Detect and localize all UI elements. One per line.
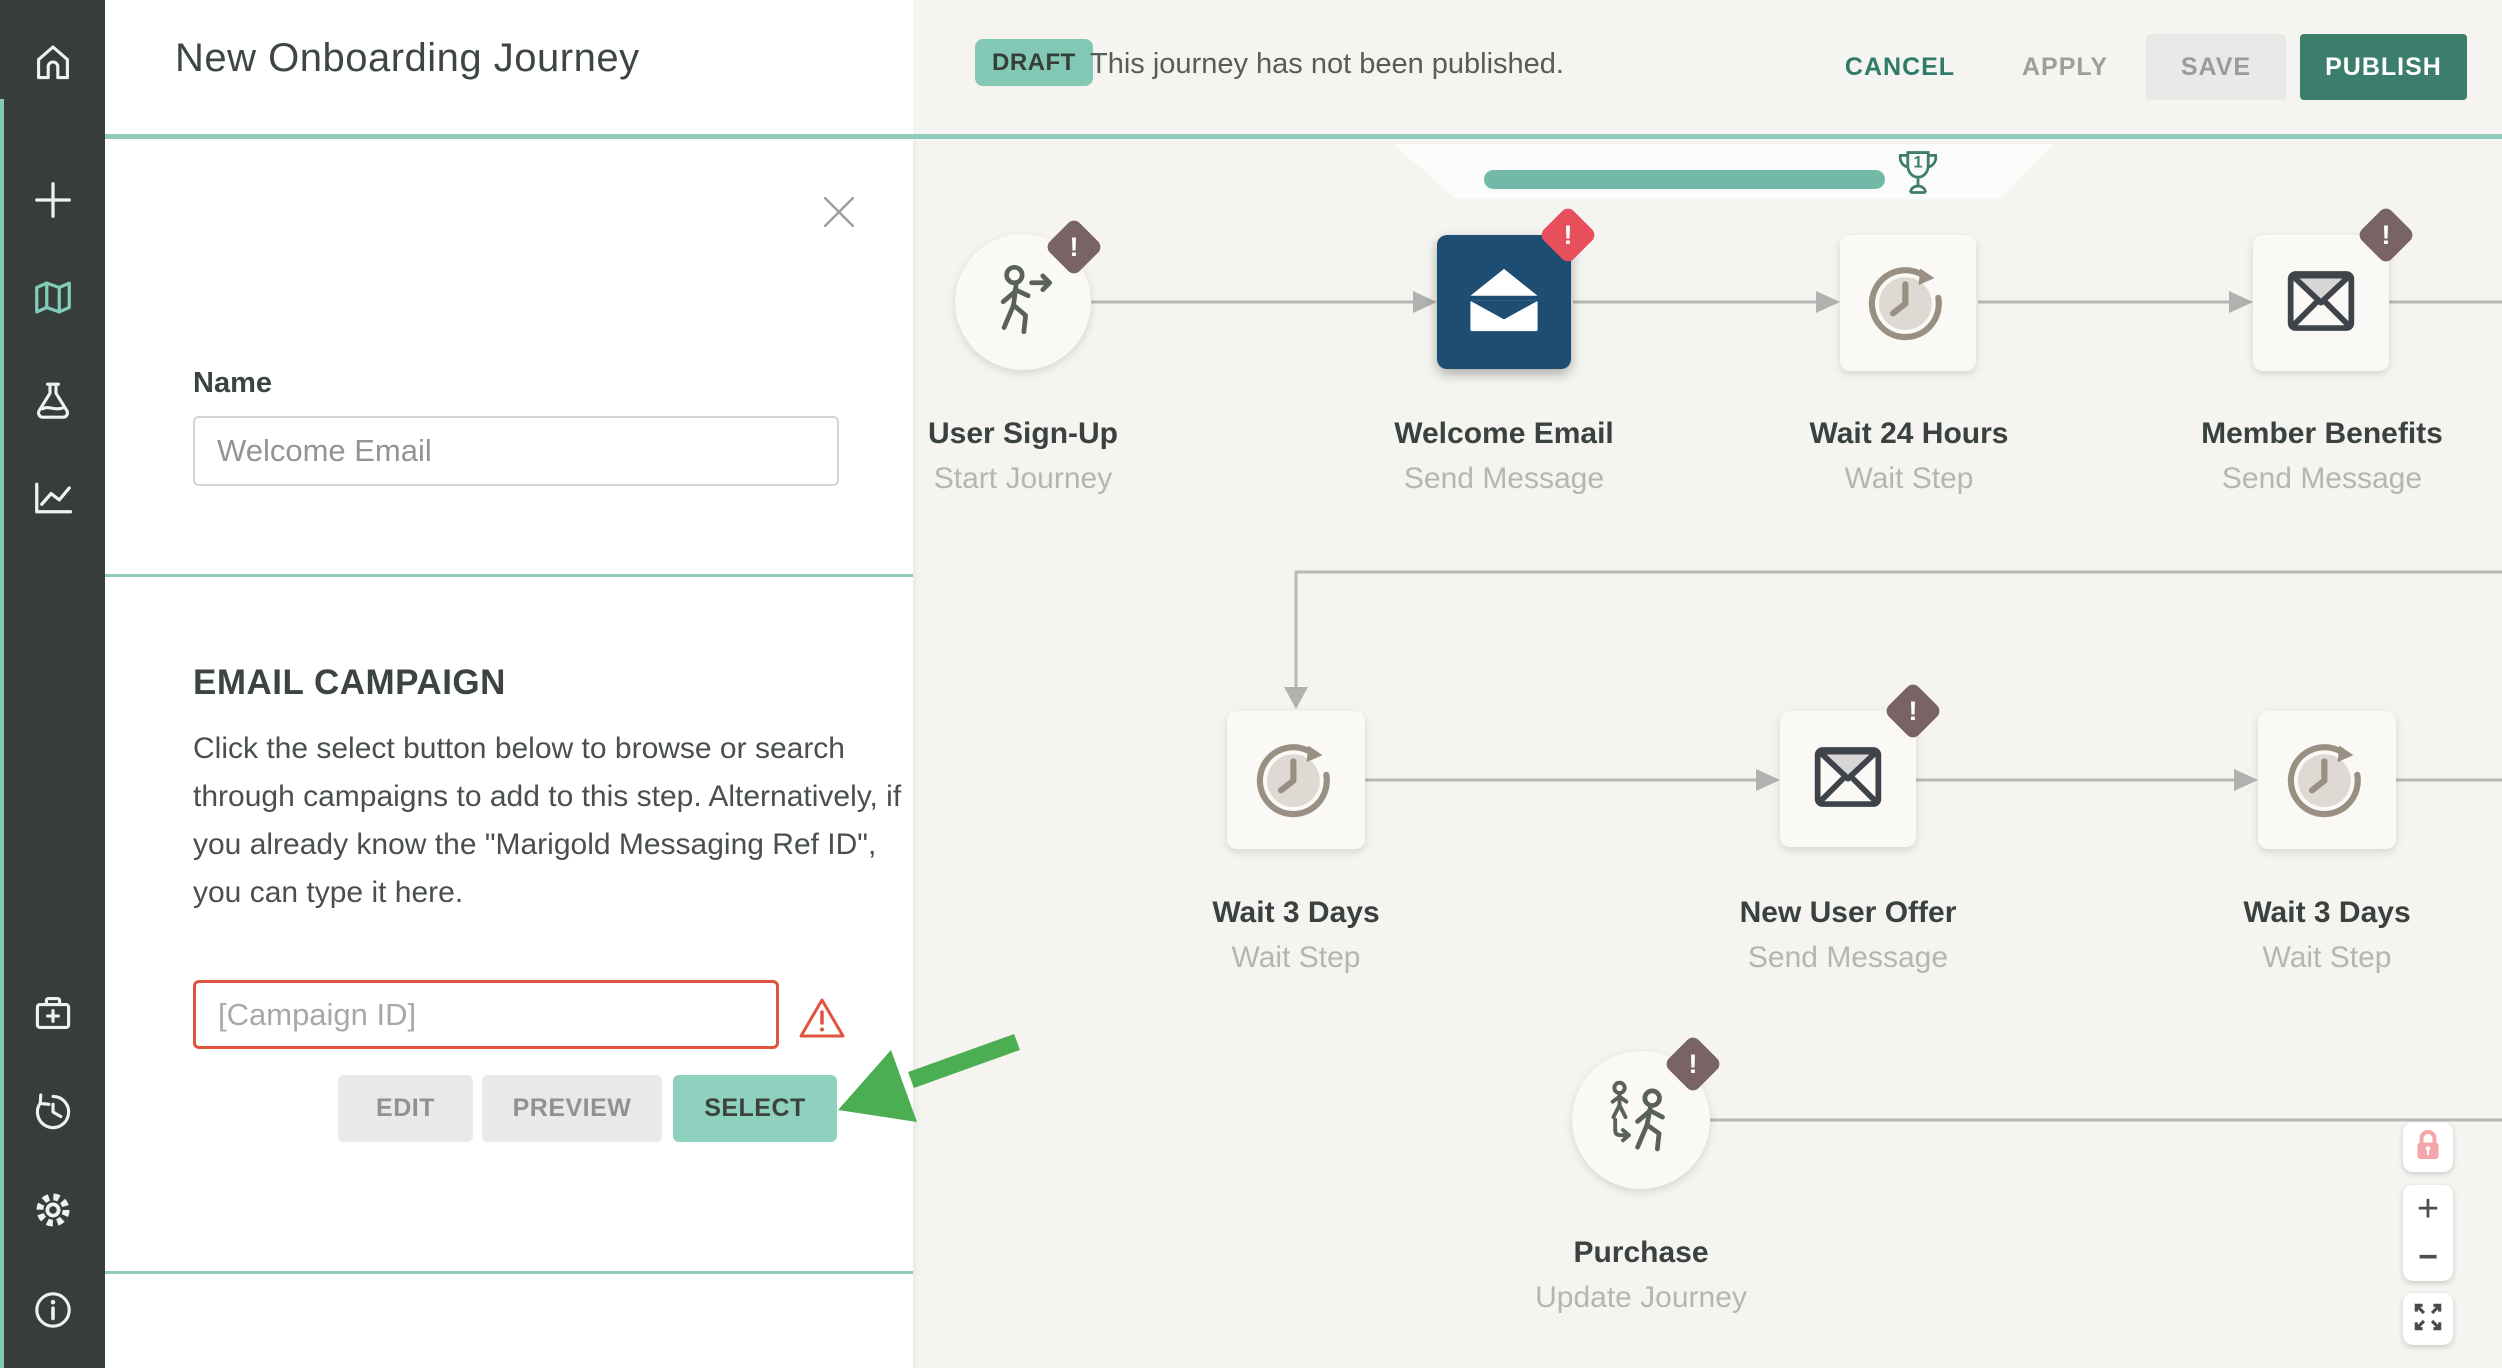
- wait-clock-icon: [2283, 734, 2371, 827]
- zoom-controls: + −: [2403, 1185, 2453, 1281]
- sidebar-item-journeys[interactable]: [0, 264, 105, 336]
- wait-clock-icon: [1864, 257, 1952, 350]
- node-label: Member Benefits Send Message: [2201, 417, 2443, 495]
- node-label: Purchase Update Journey: [1535, 1236, 1747, 1314]
- lock-icon: [2408, 1125, 2448, 1170]
- sidebar-item-add[interactable]: [0, 164, 105, 236]
- node-label: Wait 3 Days Wait Step: [2243, 896, 2411, 974]
- node-label: User Sign-Up Start Journey: [927, 417, 1119, 495]
- sidebar: [0, 0, 105, 1368]
- sidebar-item-home[interactable]: [0, 26, 105, 98]
- trophy-icon: 1: [1893, 147, 1943, 199]
- name-label: Name: [193, 367, 272, 399]
- map-icon: [28, 275, 78, 325]
- cancel-button[interactable]: CANCEL: [1844, 52, 1956, 81]
- apply-button[interactable]: APPLY: [2021, 52, 2109, 81]
- wait-clock-icon: [1252, 734, 1340, 827]
- sidebar-item-experiments[interactable]: [0, 365, 105, 437]
- node-welcome-email[interactable]: !: [1437, 205, 1598, 369]
- validation-warning-icon: [797, 995, 847, 1046]
- preview-button[interactable]: PREVIEW: [482, 1075, 662, 1142]
- publish-button[interactable]: PUBLISH: [2300, 34, 2467, 100]
- line-chart-icon: [28, 473, 78, 523]
- svg-text:1: 1: [1913, 152, 1922, 171]
- sidebar-item-cases[interactable]: [0, 977, 105, 1049]
- email-campaign-heading: EMAIL CAMPAIGN: [193, 663, 506, 702]
- fullscreen-icon: [2410, 1299, 2446, 1340]
- close-icon[interactable]: [823, 196, 855, 228]
- email-campaign-description: Click the select button below to browse …: [193, 732, 902, 909]
- node-wait-24-hours[interactable]: [1840, 235, 1976, 371]
- node-wait-3-days-2[interactable]: [2258, 711, 2396, 849]
- node-label: Wait 3 Days Wait Step: [1212, 896, 1380, 974]
- sidebar-item-analytics[interactable]: [0, 462, 105, 534]
- save-button[interactable]: SAVE: [2146, 34, 2286, 100]
- status-message: This journey has not been published.: [1090, 48, 1564, 80]
- sidebar-item-history[interactable]: [0, 1076, 105, 1148]
- open-envelope-icon: [1462, 258, 1546, 347]
- page-title: New Onboarding Journey: [175, 36, 640, 80]
- gear-icon: [28, 1185, 78, 1235]
- zoom-out-button[interactable]: −: [2418, 1238, 2438, 1276]
- node-label: New User Offer Send Message: [1739, 896, 1957, 974]
- status-badge: DRAFT: [975, 39, 1093, 86]
- node-purchase[interactable]: !: [1572, 1034, 1723, 1189]
- edit-button[interactable]: EDIT: [338, 1075, 473, 1142]
- section-divider: [105, 1271, 913, 1274]
- history-icon: [29, 1088, 77, 1136]
- fullscreen-button[interactable]: [2403, 1293, 2453, 1345]
- node-label: Welcome Email Send Message: [1394, 417, 1614, 495]
- closed-envelope-icon: [1807, 736, 1889, 823]
- node-label: Wait 24 Hours Wait Step: [1809, 417, 2009, 495]
- flask-icon: [29, 377, 77, 425]
- info-icon: [29, 1286, 77, 1334]
- node-user-sign-up[interactable]: !: [955, 217, 1104, 370]
- node-wait-3-days-1[interactable]: [1227, 711, 1365, 849]
- app-header: New Onboarding Journey DRAFT This journe…: [105, 0, 2502, 134]
- closed-envelope-icon: [2280, 260, 2362, 347]
- campaign-id-input[interactable]: [193, 980, 779, 1049]
- journey-canvas[interactable]: 1 ! !: [913, 139, 2502, 1368]
- node-new-user-offer[interactable]: !: [1780, 681, 1943, 847]
- walk-arrow-icon: [980, 257, 1066, 348]
- node-member-benefits[interactable]: !: [2253, 205, 2416, 371]
- plus-icon: [28, 175, 78, 225]
- section-divider: [105, 574, 913, 577]
- sidebar-item-info[interactable]: [0, 1274, 105, 1346]
- step-config-panel: Name EMAIL CAMPAIGN Click the select but…: [105, 139, 913, 1368]
- header-divider: [0, 134, 2502, 139]
- header-panel-section: [105, 0, 913, 134]
- zoom-in-button[interactable]: +: [2416, 1188, 2440, 1230]
- sidebar-item-settings[interactable]: [0, 1174, 105, 1246]
- sidebar-accent-bar: [0, 99, 4, 1368]
- flow-connectors: [1091, 291, 2502, 1122]
- update-journey-icon: [1598, 1075, 1684, 1166]
- name-input[interactable]: [193, 416, 839, 486]
- briefcase-add-icon: [29, 989, 77, 1037]
- home-icon: [29, 38, 77, 86]
- select-button[interactable]: SELECT: [673, 1075, 837, 1142]
- lock-button[interactable]: [2403, 1122, 2453, 1172]
- goal-progress-bar: [1484, 170, 1885, 189]
- goal-banner: 1: [1393, 144, 2053, 199]
